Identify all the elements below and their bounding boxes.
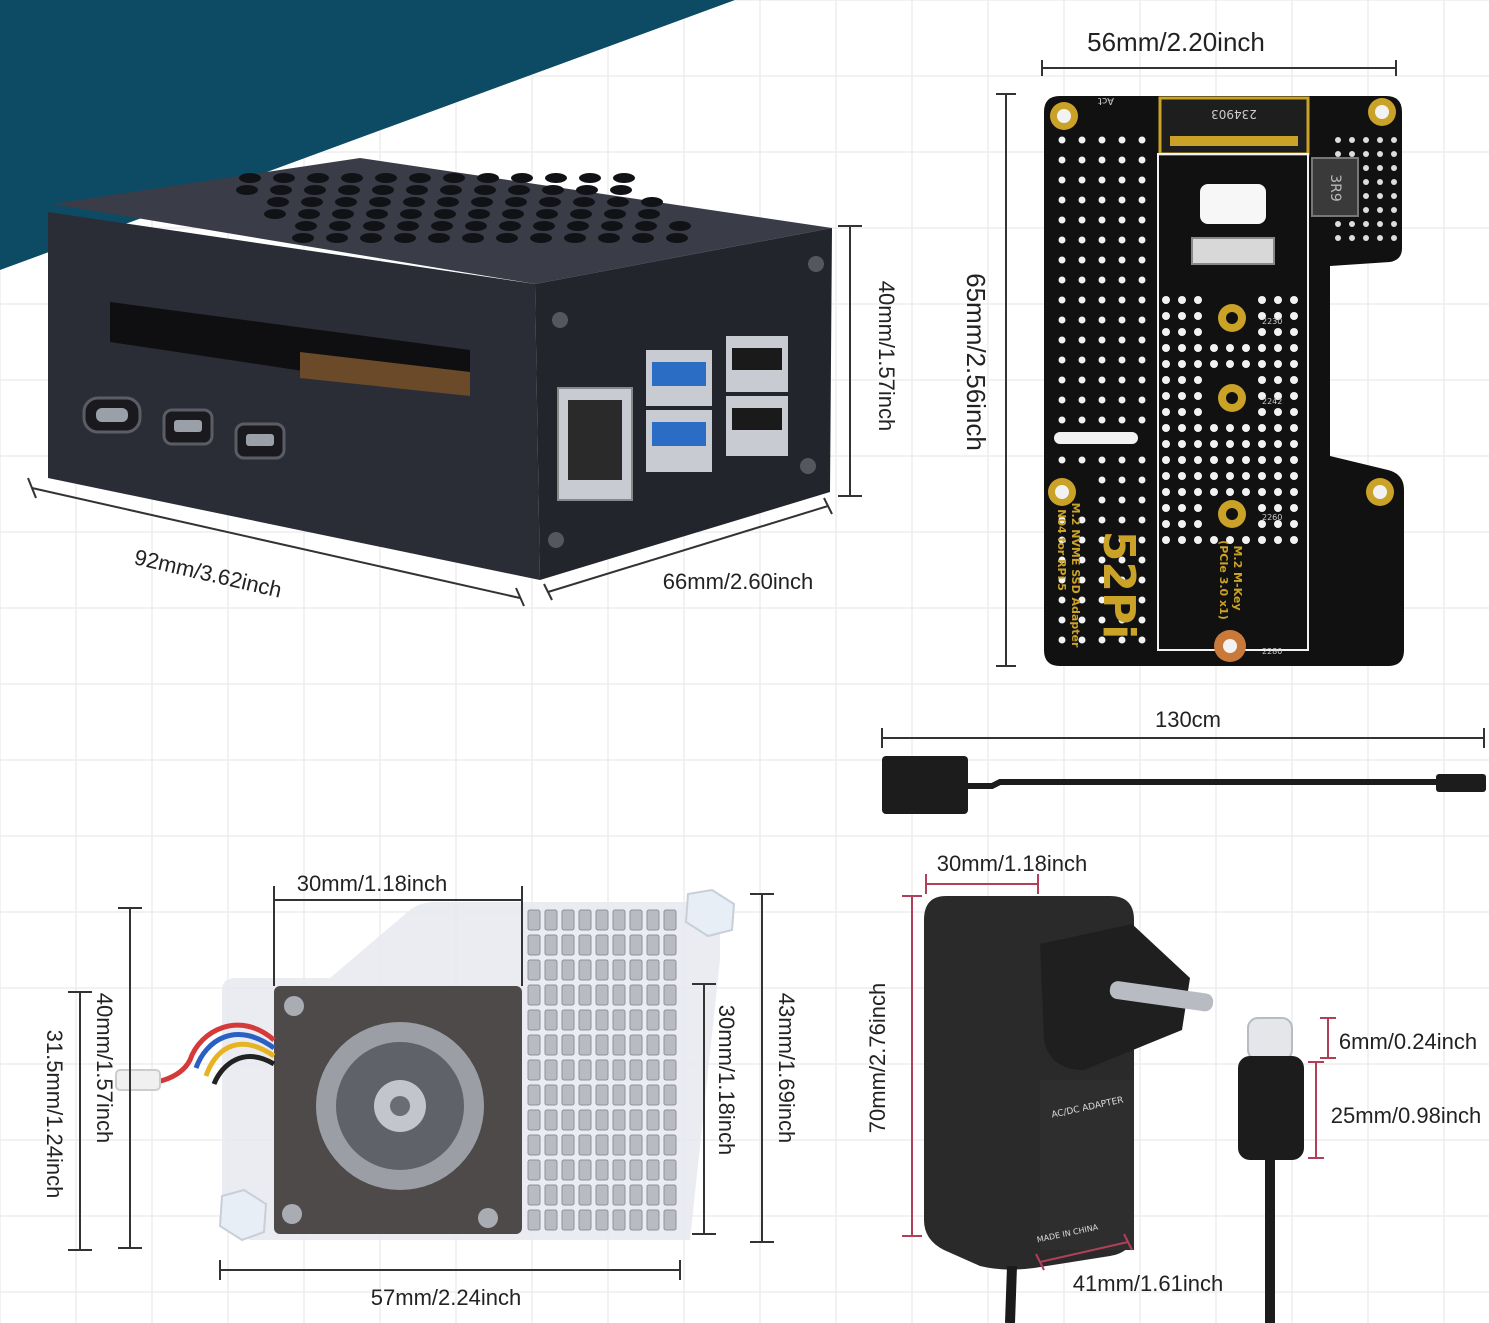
size-mark-2242: 2242 [1262,397,1282,406]
cable-connector-box [882,756,968,814]
cooler-width-label: 57mm/2.24inch [370,1285,522,1310]
case-screw [800,458,816,474]
power-adapter: AC/DC ADAPTER MADE IN CHINA [924,896,1304,1323]
fpc-cable [881,728,1486,814]
adapter-bottom-width-label: 41mm/1.61inch [1072,1271,1224,1296]
plug-tip-label: 6mm/0.24inch [1338,1029,1478,1054]
adapter-dimension-lines [902,874,1336,1271]
case-height-label: 40mm/1.57inch [874,280,899,432]
label-plate [1040,1080,1134,1250]
pcb-dot-pattern [1058,136,1397,644]
silkscreen-bar [1054,432,1138,444]
standoff-bottom [218,1188,268,1242]
size-mark-2230: 2230 [1262,317,1282,326]
usb-c-body [1238,1056,1304,1160]
pcb-dimension-lines [996,60,1397,667]
case-screw [808,256,824,272]
heatsink-fins [527,909,677,1231]
cooler-height-label: 40mm/1.57inch [92,992,117,1144]
cooler-inner-height-label: 31.5mm/1.24inch [42,1029,67,1199]
product-line-1: M.2 NVME SSD Adapter [1069,503,1082,648]
cable-length-label: 130cm [1154,707,1222,732]
adapter-top-width-label: 30mm/1.18inch [936,851,1088,876]
fan-screw [282,1204,302,1224]
act-label: Act [1098,95,1114,106]
case-depth-label: 66mm/2.60inch [662,569,814,594]
fan-plug [115,1069,161,1091]
case-vent-holes [236,173,691,243]
pcb-height-label: 65mm/2.56inch [961,273,991,451]
plug-body-label: 25mm/0.98inch [1330,1103,1482,1128]
case-illustration [48,158,832,580]
fan-height-label: 30mm/1.18inch [714,1004,739,1156]
cable-plug [1436,774,1486,792]
fan-screw [478,1208,498,1228]
pcb-width-label: 56mm/2.20inch [1087,27,1265,57]
slot-label: 234903 [1211,107,1257,121]
usb-c-tip [1247,1017,1293,1061]
key-line-1: M.2 M-Key [1231,545,1244,610]
plug-pin [1109,981,1214,1012]
size-mark-2260: 2260 [1262,513,1282,522]
case-screw [552,312,568,328]
cooler-dimension-lines [68,886,774,1280]
product-line-2: N04 for RPi 5 [1055,509,1068,591]
fpc-connector [1191,237,1275,265]
adapter-height-label: 70mm/2.76inch [865,982,890,1134]
case-dimension-lines [27,225,862,607]
standoff-top [684,888,736,938]
heatsink-height-label: 43mm/1.69inch [774,992,799,1144]
board-cutout [1200,184,1266,224]
case-front-face [48,212,540,580]
case-screw [548,532,564,548]
adapter-cord [1005,1265,1017,1323]
fan-width-label: 30mm/1.18inch [296,871,448,896]
case-board-view [300,352,470,396]
fan-screw [284,996,304,1016]
key-line-2: (PCIe 3.0 x1) [1217,540,1230,620]
inductor [1311,157,1359,217]
active-cooler [115,888,736,1242]
chip-label: 3R9 [1327,174,1343,202]
nvme-adapter-board: 234903 Act 3R9 2230 2242 2260 2280 [1044,95,1404,666]
pcb-outline [1044,96,1404,666]
size-mark-2280: 2280 [1262,647,1282,656]
brand-label: 52Pi [1093,531,1144,640]
